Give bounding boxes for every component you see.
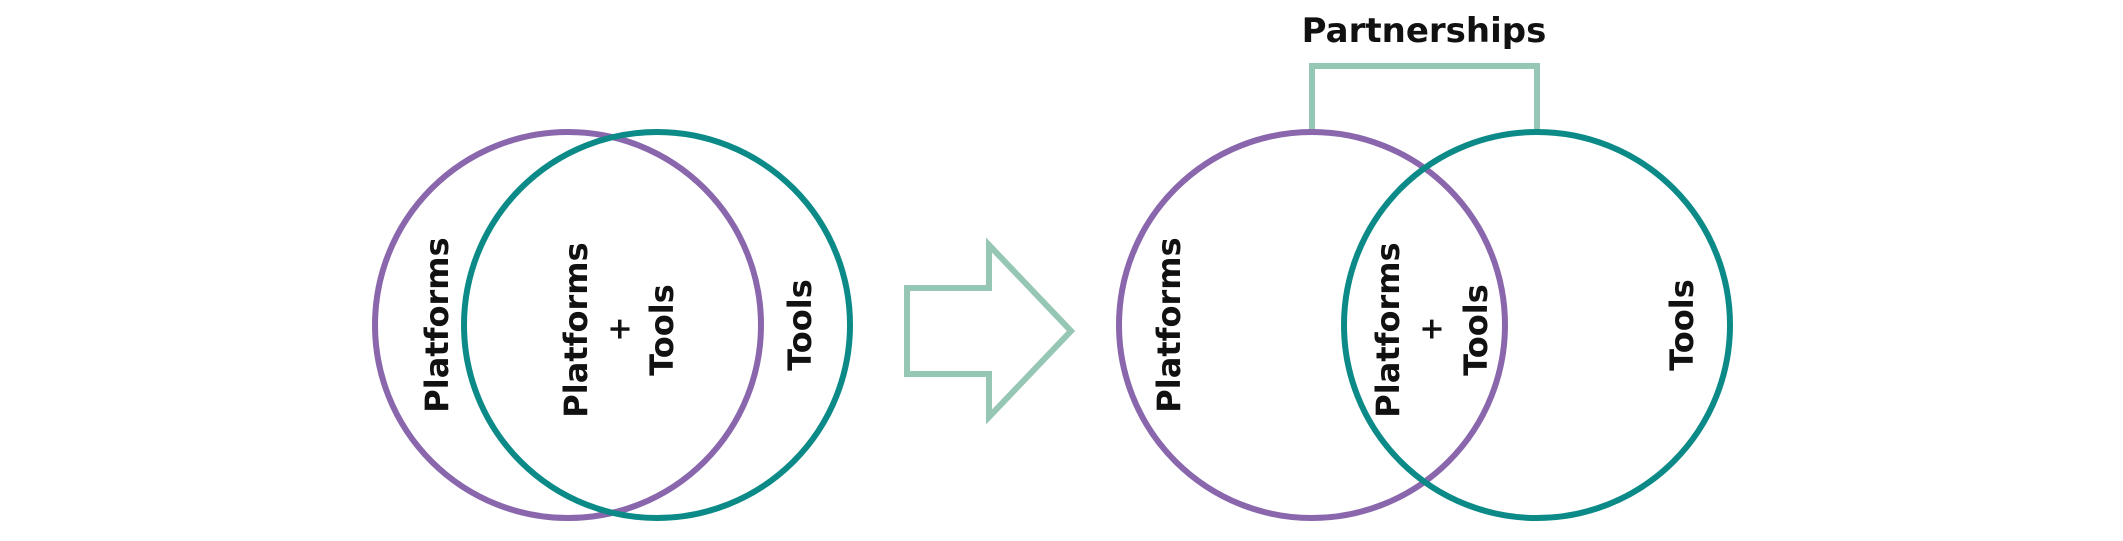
before-overlap-tools-label: Tools (643, 284, 681, 376)
before-tools-circle (461, 129, 853, 521)
arrow-outline (904, 237, 1076, 425)
after-overlap-platforms-label: Platforms (1369, 242, 1407, 417)
before-platforms-label: Platforms (418, 237, 456, 412)
after-overlap-tools-label: Tools (1457, 284, 1495, 376)
before-platforms-circle (372, 129, 764, 521)
right-arrow-icon (904, 237, 1076, 425)
partnerships-label: Partnerships (1302, 11, 1547, 51)
before-overlap-platforms-label: Platforms (557, 242, 595, 417)
after-platforms-label: Platforms (1150, 237, 1188, 412)
before-venn: Platforms Platforms + Tools Tools (372, 129, 853, 521)
after-overlap-plus: + (1415, 316, 1450, 341)
before-tools-label: Tools (781, 279, 819, 371)
after-tools-circle (1341, 129, 1733, 521)
after-venn: Partnerships Platforms Platforms + Tools… (1116, 11, 1733, 521)
before-overlap-plus: + (603, 316, 638, 341)
after-platforms-circle (1116, 129, 1508, 521)
after-tools-label: Tools (1663, 279, 1701, 371)
partnerships-bracket (1309, 63, 1540, 132)
